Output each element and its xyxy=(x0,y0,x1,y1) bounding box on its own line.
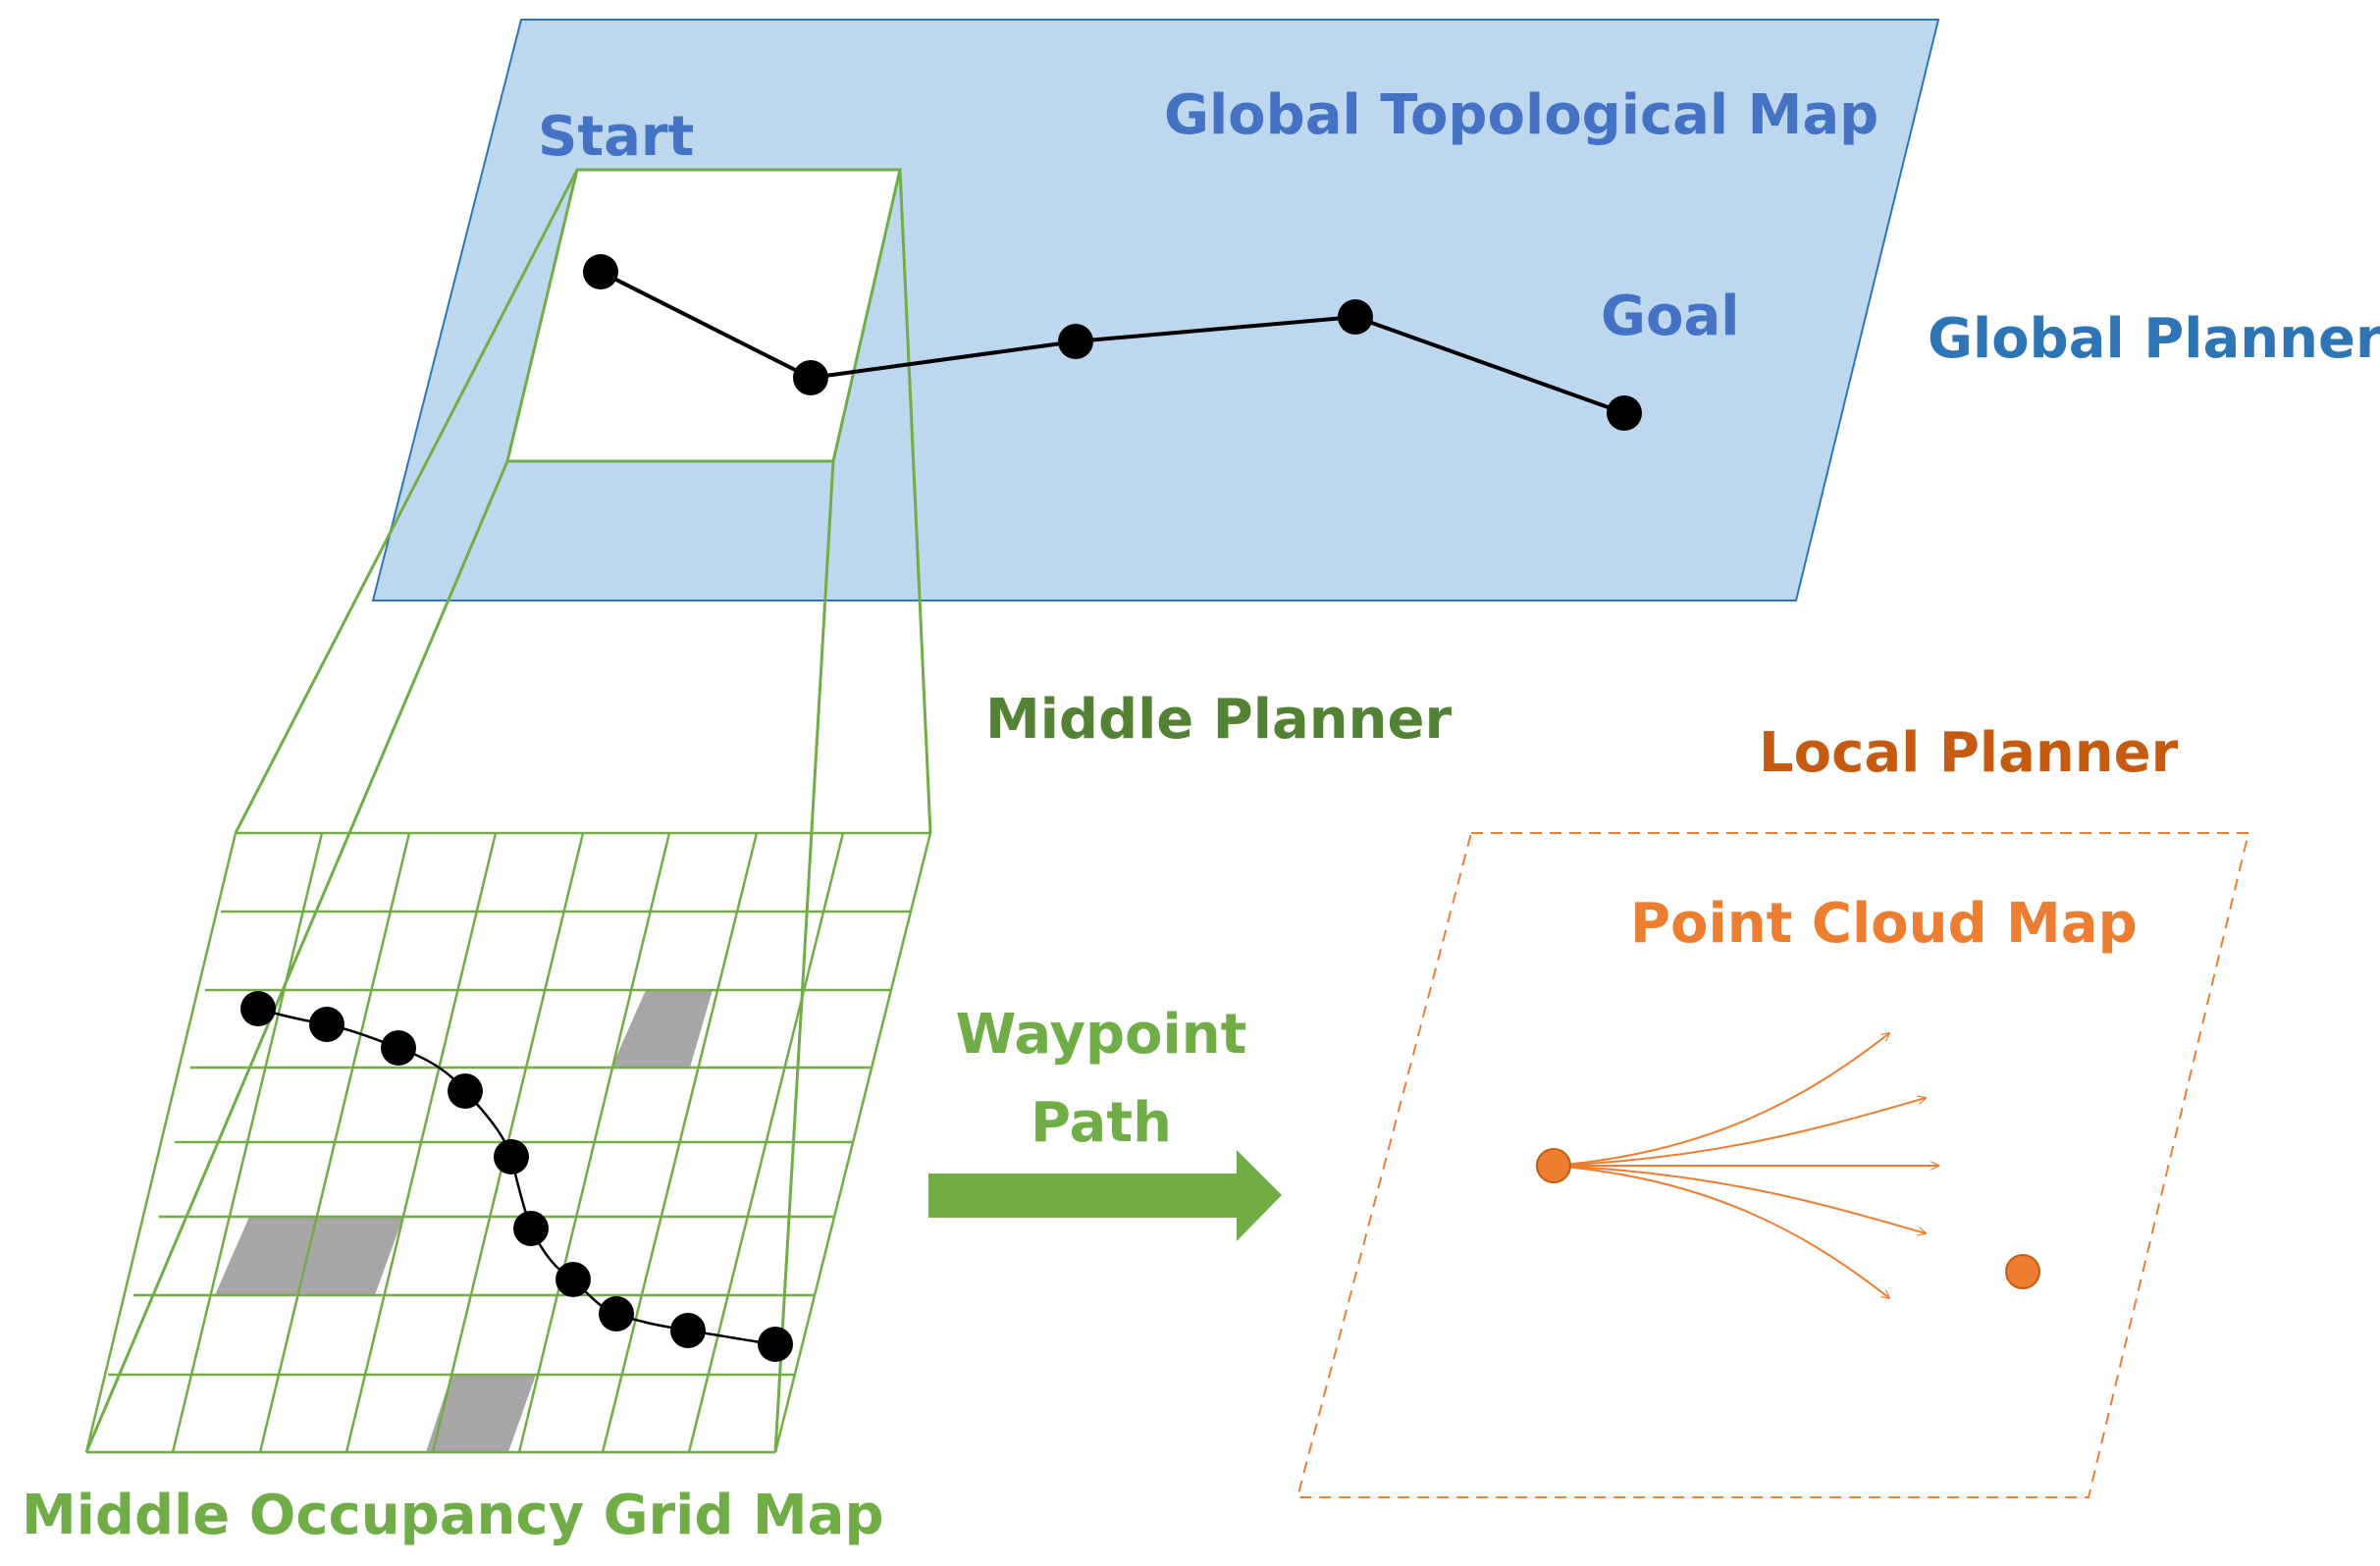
occupancy-grid xyxy=(84,831,932,1454)
waypoint-node xyxy=(309,1007,344,1042)
waypoint-node xyxy=(381,1030,416,1066)
obstacle-cell xyxy=(215,1217,403,1295)
waypoint-node xyxy=(758,1327,793,1362)
trajectory xyxy=(1553,1098,1926,1167)
point-cloud-map-label: Point Cloud Map xyxy=(1630,892,2138,956)
middle-planner-label: Middle Planner xyxy=(985,688,1453,752)
waypoint-node xyxy=(670,1313,706,1348)
waypoint-node xyxy=(240,991,276,1026)
global-node xyxy=(1058,324,1093,359)
global-path-nodes xyxy=(583,254,1642,431)
local-goal-point xyxy=(2005,1254,2040,1289)
obstacle-cell xyxy=(611,990,713,1068)
waypoint-node xyxy=(599,1296,634,1331)
global-node xyxy=(583,254,618,289)
global-planner-label: Global Planner xyxy=(1928,307,2380,371)
waypoint-label: Waypoint xyxy=(956,1003,1247,1067)
middle-path-nodes xyxy=(240,991,793,1362)
trajectory xyxy=(1553,1165,1889,1298)
waypoint-node xyxy=(448,1073,483,1109)
trajectory xyxy=(1553,1165,1926,1233)
waypoint-node xyxy=(555,1262,591,1297)
global-topological-map-label: Global Topological Map xyxy=(1164,83,1878,147)
start-label: Start xyxy=(538,105,694,169)
local-start-point xyxy=(1536,1148,1571,1183)
waypoint-node xyxy=(494,1139,529,1174)
local-trajectories xyxy=(1553,1033,1938,1298)
global-node xyxy=(1338,299,1373,335)
zoom-window xyxy=(505,168,902,463)
waypoint-path-arrow xyxy=(928,1150,1282,1241)
local-planner-label: Local Planner xyxy=(1759,721,2179,785)
projection-lines xyxy=(84,169,932,1453)
global-node xyxy=(793,360,828,395)
obstacle-cell xyxy=(426,1375,536,1452)
global-node xyxy=(1607,395,1642,431)
trajectory xyxy=(1553,1033,1889,1167)
point-cloud-map-plane xyxy=(1296,832,2250,1498)
middle-path xyxy=(257,1007,776,1346)
path-label: Path xyxy=(1031,1091,1172,1155)
middle-occupancy-grid-map-label: Middle Occupancy Grid Map xyxy=(22,1484,884,1547)
waypoint-node xyxy=(513,1211,549,1246)
goal-label: Goal xyxy=(1601,285,1739,348)
